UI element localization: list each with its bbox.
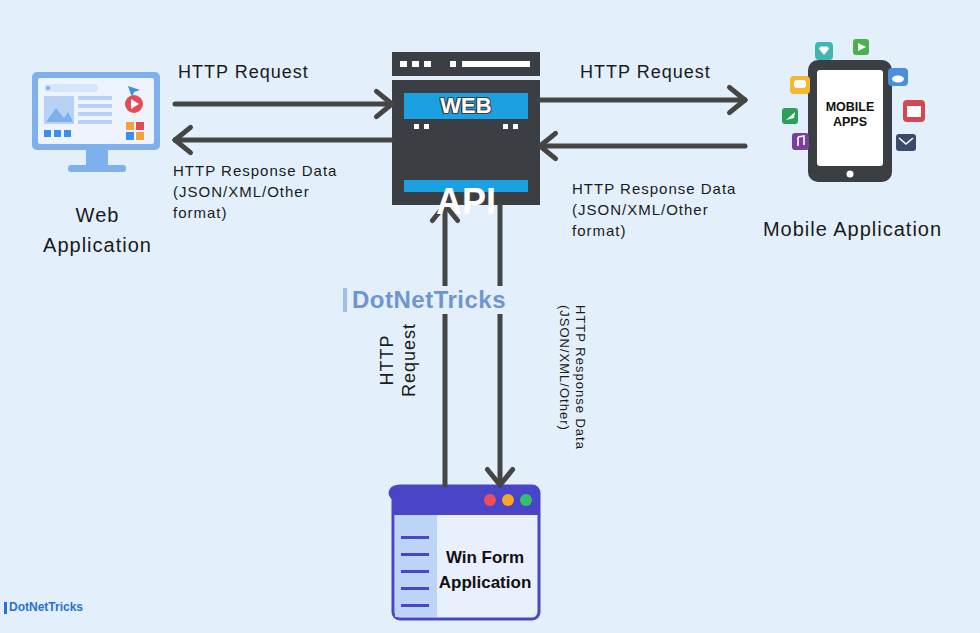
arrow-head bbox=[540, 133, 556, 146]
connector-line bbox=[498, 205, 503, 485]
arrow-head bbox=[175, 140, 191, 153]
connector-line bbox=[443, 205, 448, 485]
connector-line bbox=[540, 98, 745, 103]
api-band-text: WEB bbox=[392, 93, 540, 119]
edge-label: HTTP Request bbox=[178, 62, 368, 83]
watermark: DotNetTricks bbox=[350, 286, 508, 314]
arrow-head bbox=[729, 87, 745, 100]
edge-label: HTTP Response Data (JSON/XML/Other forma… bbox=[572, 178, 737, 241]
api-text: API bbox=[392, 180, 540, 224]
arrow-head bbox=[376, 104, 392, 117]
arrow-head bbox=[729, 100, 745, 113]
window-icon bbox=[389, 485, 539, 619]
connector-line bbox=[175, 102, 392, 107]
logo-text: DotNetTricks bbox=[9, 600, 83, 614]
arrow-head bbox=[540, 146, 556, 159]
edge-label: HTTP Response Data (JSON/XML/Other) bbox=[556, 305, 588, 455]
edge-label: HTTP Response Data (JSON/XML/Other forma… bbox=[173, 160, 338, 223]
winform-node: Win Form Application bbox=[392, 485, 540, 620]
edge-label: HTTP Request bbox=[376, 312, 420, 408]
arrow-head bbox=[487, 469, 500, 485]
web-api-node: WEBAPI bbox=[392, 52, 540, 205]
phone-icon bbox=[782, 39, 925, 182]
node-title: Mobile Application bbox=[745, 216, 960, 242]
edge-label: HTTP Request bbox=[580, 62, 770, 83]
node-title: Win Form Application bbox=[432, 545, 538, 595]
monitor-icon bbox=[32, 72, 160, 172]
logo-mark bbox=[4, 288, 347, 614]
web-app-node: Web Application bbox=[20, 65, 175, 260]
node-title: Web Application bbox=[20, 200, 175, 260]
connector-line bbox=[175, 138, 392, 143]
arrow-head bbox=[376, 91, 392, 104]
arrow-head bbox=[175, 127, 191, 140]
mobile-app-node: MOBILE APPS Mobile Application bbox=[745, 38, 960, 248]
screen-text: MOBILE APPS bbox=[817, 100, 883, 130]
arrow-head bbox=[500, 469, 513, 485]
connector-line bbox=[540, 144, 745, 149]
